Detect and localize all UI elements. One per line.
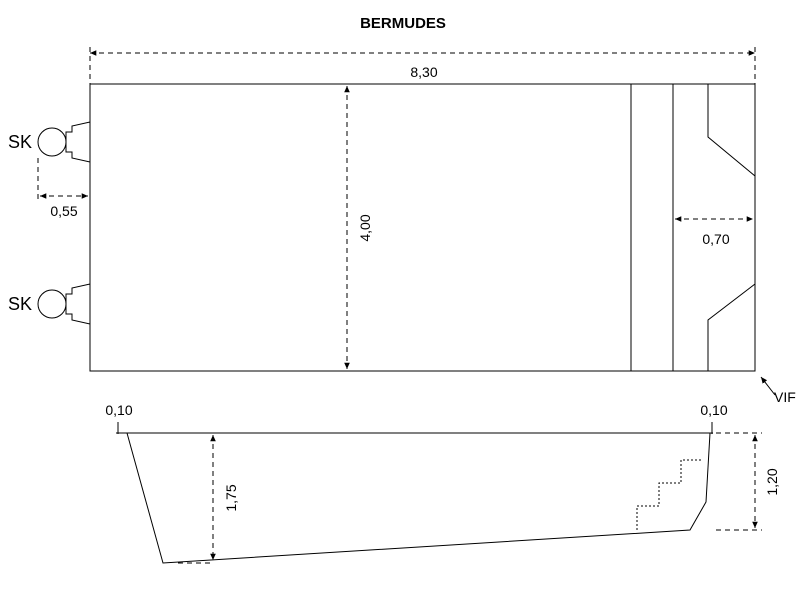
skimmer-bottom-body	[65, 283, 91, 325]
bench-outline-top	[707, 84, 756, 177]
skimmer-top-circle	[37, 127, 67, 157]
step-depth-label: 0,70	[702, 231, 729, 247]
skimmer-top: SK	[8, 121, 91, 163]
vif-label: VIF	[774, 389, 796, 405]
skimmer-bottom-circle	[37, 289, 67, 319]
pool-section-profile	[126, 432, 711, 564]
section-steps	[636, 459, 702, 530]
length-label: 8,30	[410, 64, 437, 80]
skimmer-bottom: SK	[8, 283, 91, 325]
section-left-edge-label: 0,10	[105, 402, 132, 418]
plan-view: 8,30 4,00 0,70 SK 0,55 SK	[8, 47, 796, 405]
skimmer-top-body	[65, 121, 91, 163]
skimmer-bottom-label: SK	[8, 294, 32, 314]
pool-outline	[89, 83, 756, 372]
skimmer-offset-label: 0,55	[50, 203, 77, 219]
skimmer-top-label: SK	[8, 132, 32, 152]
shallow-depth-label: 1,20	[764, 468, 780, 495]
section-view: 0,10 0,10 1,75 1,20	[105, 402, 780, 564]
vif-leader	[760, 376, 776, 396]
bench-outline-bottom	[707, 283, 756, 371]
section-right-edge-label: 0,10	[700, 402, 727, 418]
drawing-title: BERMUDES	[360, 15, 446, 32]
deep-depth-label: 1,75	[223, 484, 239, 511]
width-label: 4,00	[357, 214, 373, 241]
